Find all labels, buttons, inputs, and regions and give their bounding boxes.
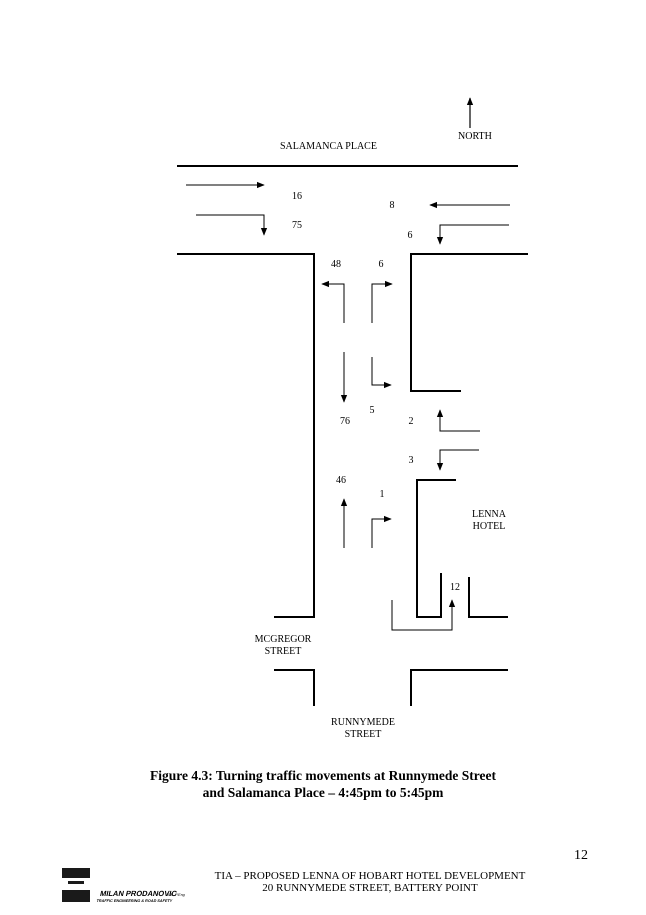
page-number: 12 [574,848,588,863]
road-edges [177,165,528,706]
lenna-driveway-kerb [468,577,508,618]
east-kerb-upper [410,253,528,392]
arrow-6-right-out [371,280,393,323]
movement-arrows [186,181,510,631]
runnymede-west-kerb [274,669,315,706]
lenna-hotel-label-1: LENNA [472,509,507,520]
figure-caption-line-2: and Salamanca Place – 4:45pm to 5:45pm [202,785,444,800]
mcgregor-street-label-2: STREET [265,646,302,657]
count-76: 76 [340,416,350,427]
logo-name: MILAN PRODANOVIC [99,889,178,898]
footer-line-1: TIA – PROPOSED LENNA OF HOBART HOTEL DEV… [214,870,526,882]
east-kerb-lower [416,479,456,618]
count-12: 12 [450,582,460,593]
runnymede-east-kerb [410,669,508,706]
arrow-6-left-turn [436,224,509,245]
runnymede-street-label-1: RUNNYMEDE [331,717,395,728]
count-2: 2 [409,416,414,427]
count-6-east: 6 [408,230,413,241]
runnymede-street-label-2: STREET [345,729,382,740]
logo-block-top [62,868,90,878]
count-1: 1 [380,489,385,500]
arrow-75-right-turn [196,214,268,236]
count-46: 46 [336,475,346,486]
arrow-3-left-in [436,449,479,471]
count-6-north: 6 [379,259,384,270]
footer-line-2: 20 RUNNYMEDE STREET, BATTERY POINT [262,882,478,894]
arrow-12-driveway [391,599,456,631]
traffic-counts: 16 75 8 6 48 6 5 76 2 3 46 1 12 [292,191,460,593]
arrow-2-right-out [436,409,480,432]
count-16: 16 [292,191,302,202]
figure-caption-line-1: Figure 4.3: Turning traffic movements at… [150,768,496,783]
logo-tagline: TRAFFIC ENGINEERING & ROAD SAFETY [96,899,173,903]
arrow-48-left-out [321,280,345,323]
company-logo: MILAN PRODANOVIC B.E. P.Eng TRAFFIC ENGI… [62,868,185,903]
arrow-5-left-in [371,357,392,389]
arrow-1-right-in [371,515,392,548]
count-48: 48 [331,259,341,270]
lenna-hotel-label-2: HOTEL [473,521,506,532]
salamanca-place-label: SALAMANCA PLACE [280,141,377,152]
west-kerb [177,253,315,618]
count-75: 75 [292,220,302,231]
mcgregor-street-label-1: MCGREGOR [255,634,312,645]
north-label: NORTH [458,131,492,142]
footer: TIA – PROPOSED LENNA OF HOBART HOTEL DEV… [190,870,550,894]
logo-stripe [68,881,84,884]
logo-block-bottom [62,890,90,902]
count-5: 5 [370,405,375,416]
count-8: 8 [390,200,395,211]
logo-suffix: B.E. P.Eng [166,893,185,897]
count-3: 3 [409,455,414,466]
